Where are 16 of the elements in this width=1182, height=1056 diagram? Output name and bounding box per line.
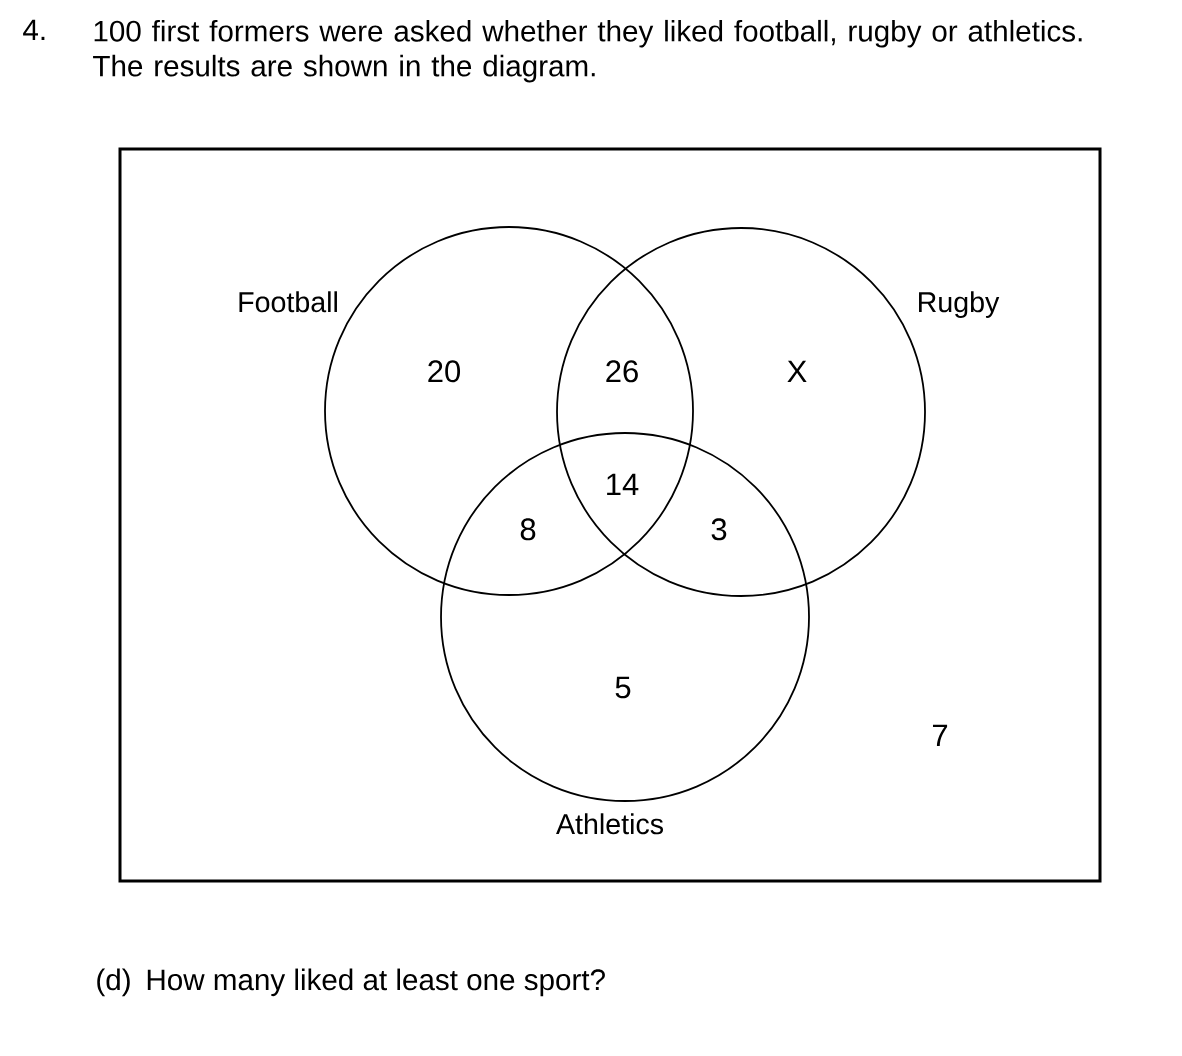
region-count: 3 — [711, 518, 727, 541]
set-label: Football — [239, 291, 337, 313]
region-count: 20 — [428, 360, 461, 383]
part-label: (d) — [97, 968, 130, 997]
set-frame — [118, 147, 1102, 883]
question-prompt: How many liked at least one sport? — [147, 968, 605, 997]
set-label: Rugby — [919, 291, 1000, 318]
region-count: X — [787, 360, 807, 382]
region-count: 8 — [520, 518, 536, 541]
region-count: 5 — [615, 676, 631, 699]
region-count: 14 — [607, 473, 639, 495]
region-count: 7 — [933, 724, 948, 746]
set-label: Athletics — [556, 813, 663, 835]
question-text: 100 first formers were asked whether they liked football, rugby or athletics. The results are shown in the diagram. — [93, 19, 1082, 83]
question-number: 4. — [23, 19, 45, 40]
region-count: 26 — [606, 360, 638, 383]
